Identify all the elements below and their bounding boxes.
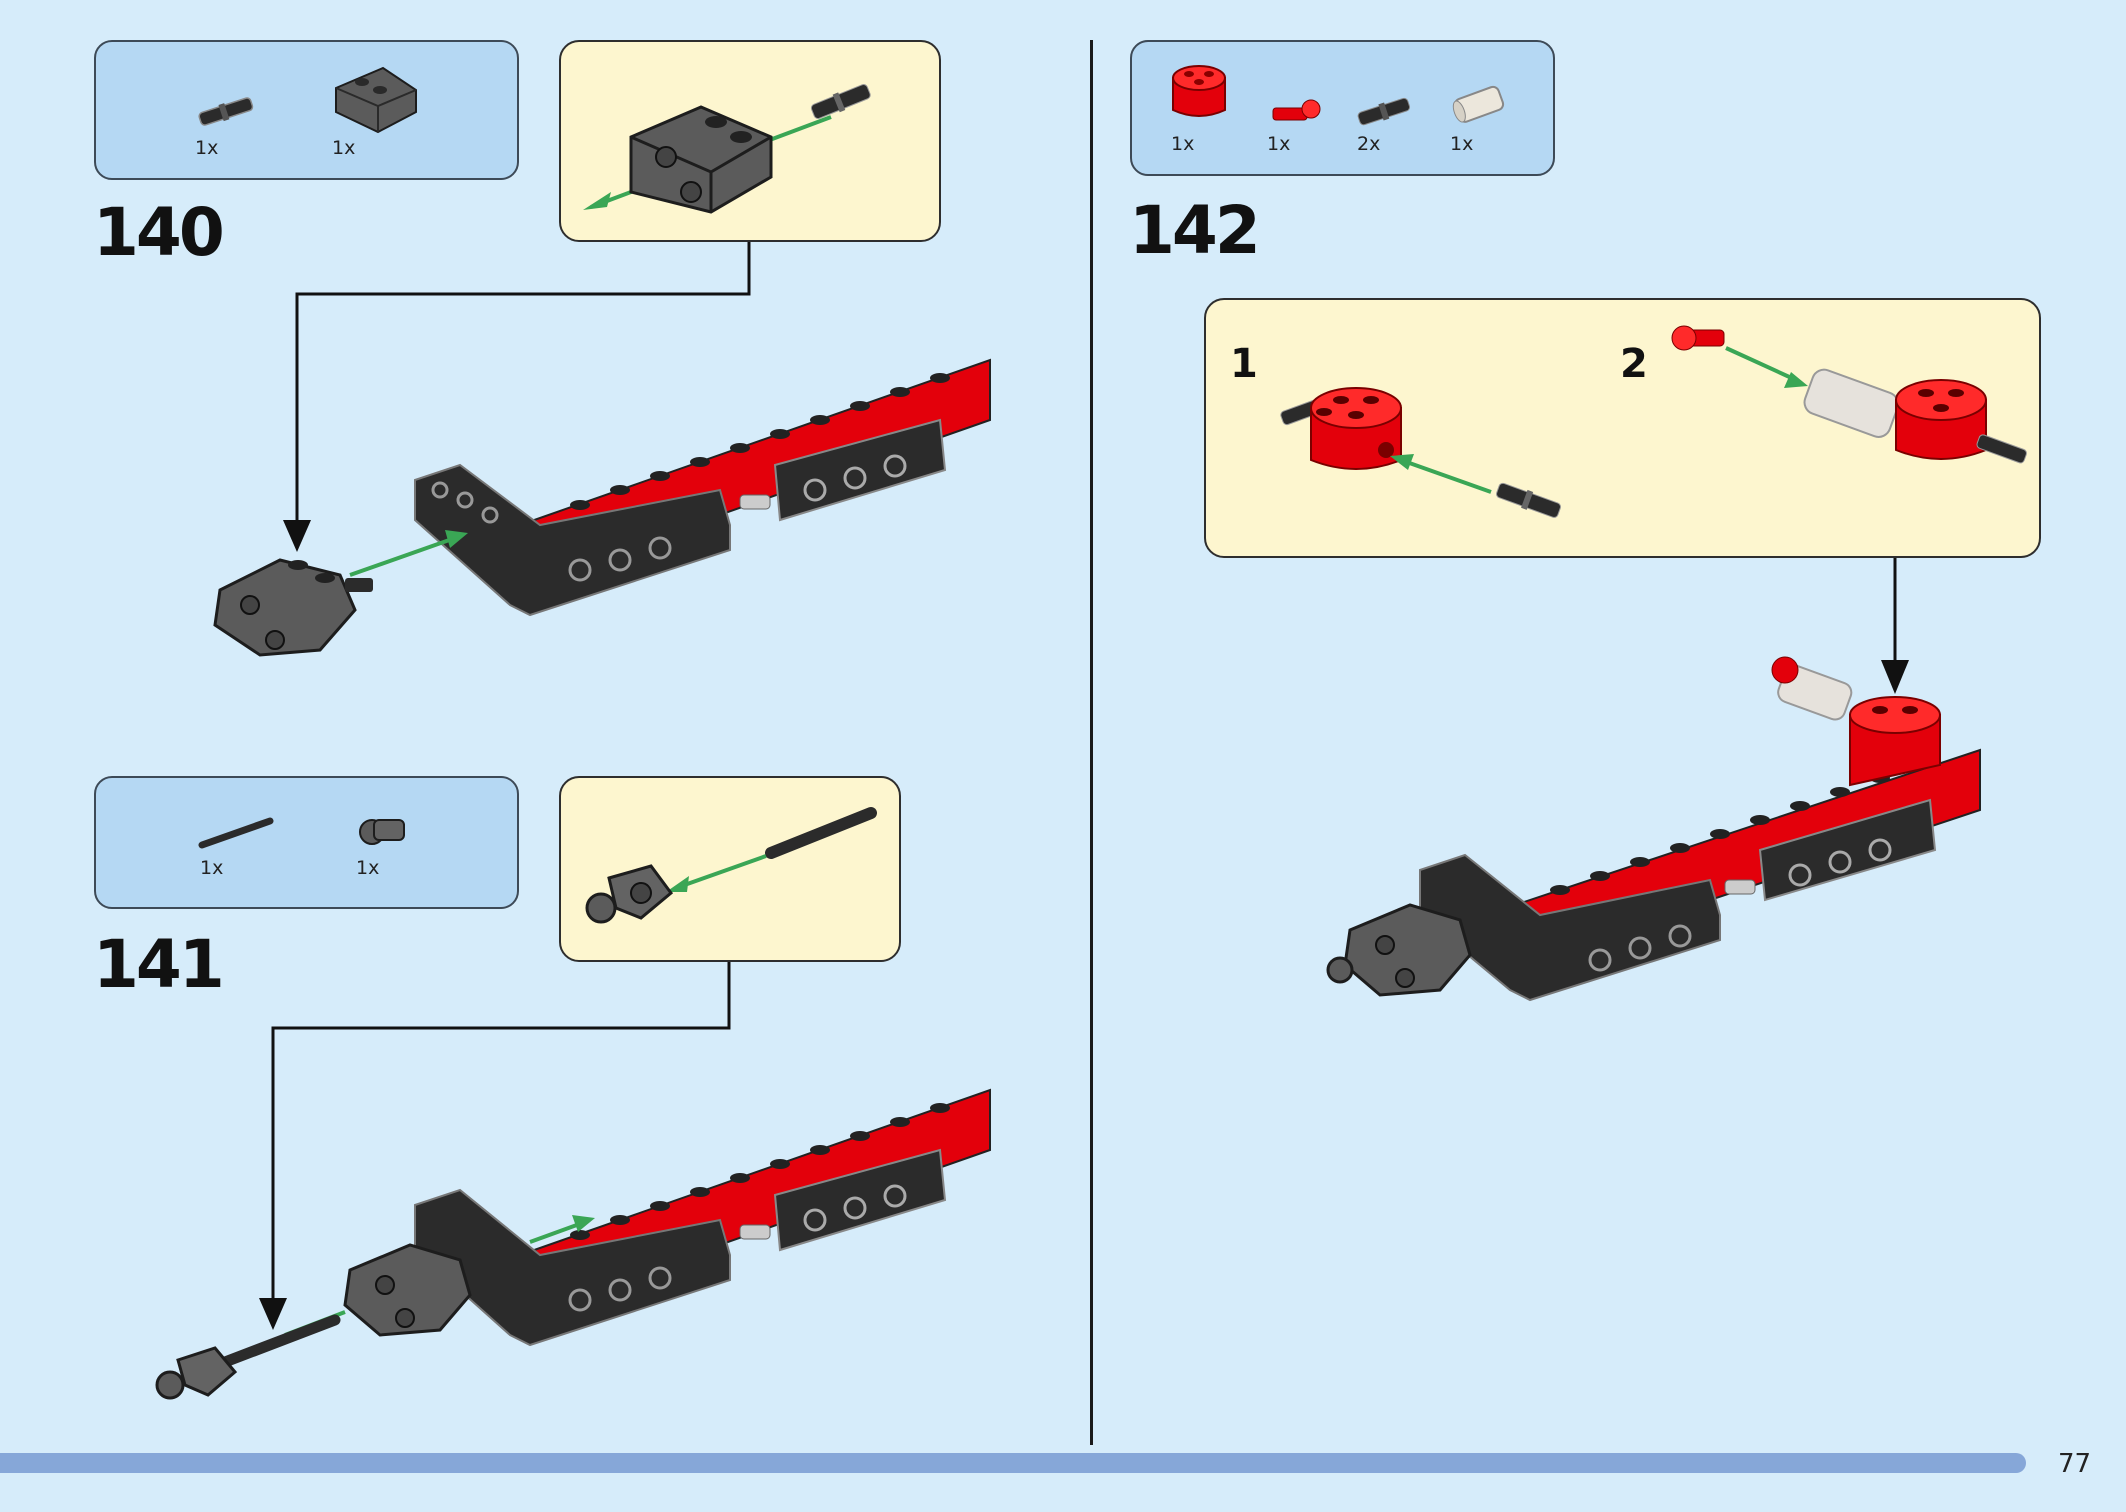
page-number: 77: [2058, 1449, 2092, 1479]
substep-1-diagram: [1280, 325, 2027, 518]
connector-assembly-diagram: [583, 84, 871, 214]
step-140-part-2-qty: 1x: [332, 137, 356, 159]
step-141-main-assembly: [155, 1088, 991, 1400]
step-140-number: 140: [93, 194, 225, 271]
footer-bar: [0, 1453, 2026, 1473]
step-141-part-1-qty: 1x: [200, 857, 224, 879]
step-141-callout: [559, 776, 901, 962]
red-round-brick-icon: [1172, 65, 1226, 117]
step-141-parts-box: 1x 1x: [94, 776, 519, 909]
step-142-part-3-qty: 2x: [1357, 133, 1381, 155]
step-142-part-1-qty: 1x: [1171, 133, 1195, 155]
axle-into-cross-block-diagram: [585, 807, 877, 924]
column-divider: [1090, 40, 1093, 1445]
black-friction-pin-icon: [198, 97, 254, 126]
gray-axle-pin-connector-icon: [335, 66, 417, 134]
step-141-number: 141: [93, 926, 225, 1003]
black-axle-icon: [198, 817, 274, 849]
step-142-callout: 1 2: [1204, 298, 2041, 558]
step-142-part-2-qty: 1x: [1267, 133, 1291, 155]
step-142-part-4-qty: 1x: [1450, 133, 1474, 155]
step-140-part-1-qty: 1x: [195, 137, 219, 159]
step-140-parts-box: 1x 1x: [94, 40, 519, 180]
substep-1-number: 1: [1230, 341, 1258, 387]
step-142-main-assembly: [1326, 656, 1981, 1002]
black-friction-pin-icon: [1357, 97, 1411, 126]
white-bush-icon: [1452, 85, 1505, 123]
red-ball-pin-icon: [1272, 99, 1321, 121]
step-140-callout: [559, 40, 941, 242]
substep-2-number: 2: [1620, 341, 1648, 387]
gray-cross-block-icon: [359, 819, 405, 845]
step-142-number: 142: [1129, 192, 1261, 269]
step-141-part-2-qty: 1x: [356, 857, 380, 879]
step-142-parts-box: 1x 1x 2x 1x: [1130, 40, 1555, 176]
step-140-main-assembly: [213, 358, 991, 657]
